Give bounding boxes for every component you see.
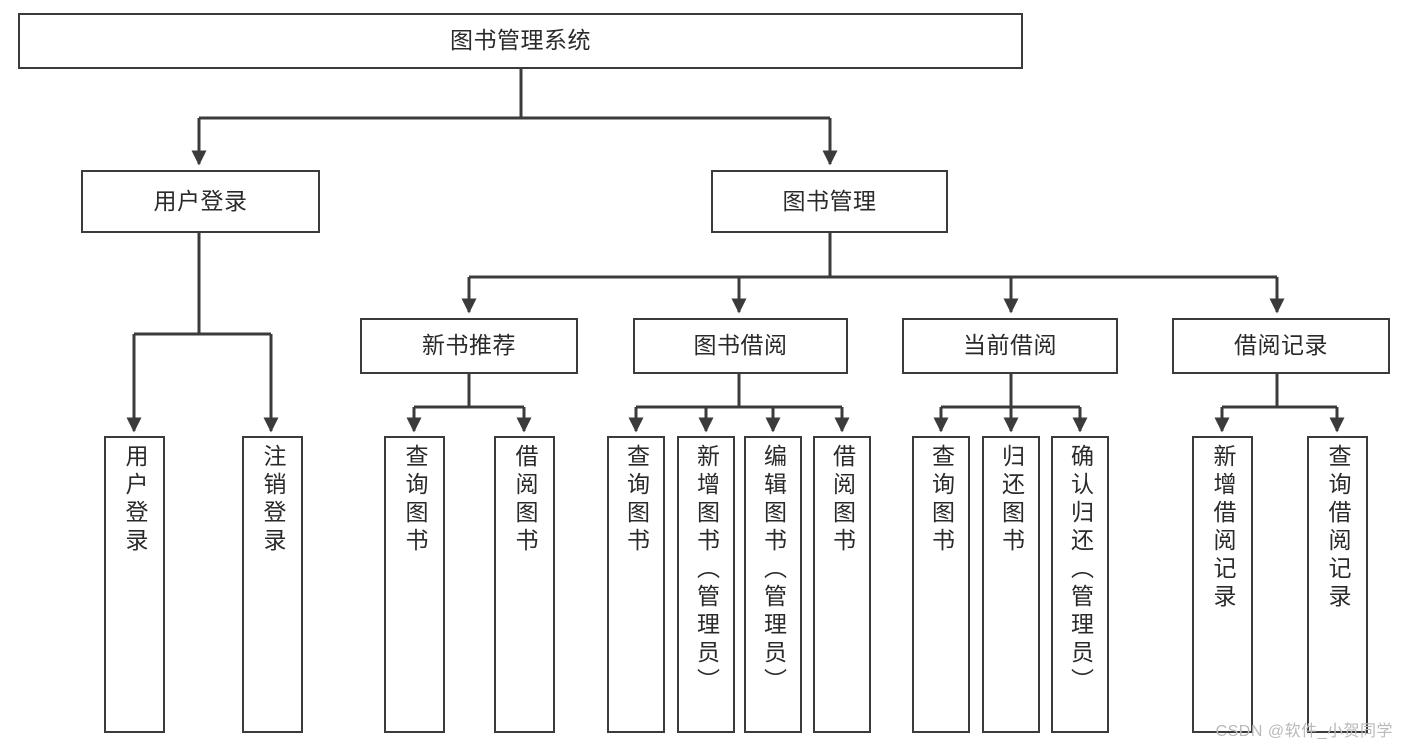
node-leaf-borrow-add-book[interactable]: 新增图书（管理员）	[677, 436, 735, 733]
node-leaf-borrow-borrow-book-label: 借阅图书	[829, 444, 856, 556]
node-leaf-record-query-label: 查询借阅记录	[1325, 444, 1351, 612]
node-leaf-current-query-book-label: 查询图书	[928, 444, 955, 556]
node-leaf-logout-label: 注销登录	[260, 444, 286, 556]
node-book-borrow-label: 图书借阅	[693, 332, 788, 359]
node-leaf-current-confirm-return-label: 确认归还（管理员）	[1067, 444, 1094, 696]
node-new-book-recommend-label: 新书推荐	[422, 332, 516, 359]
node-current-borrow[interactable]: 当前借阅	[902, 318, 1118, 374]
node-leaf-newbook-query-book-label: 查询图书	[402, 444, 428, 556]
node-leaf-borrow-query-book-label: 查询图书	[623, 444, 650, 556]
node-leaf-newbook-borrow-book-label: 借阅图书	[512, 444, 538, 556]
node-root[interactable]: 图书管理系统	[18, 13, 1023, 69]
node-book-management-label: 图书管理	[782, 187, 877, 214]
node-leaf-borrow-query-book[interactable]: 查询图书	[607, 436, 665, 733]
node-leaf-current-query-book[interactable]: 查询图书	[912, 436, 970, 733]
node-borrow-record[interactable]: 借阅记录	[1172, 318, 1390, 374]
node-book-management[interactable]: 图书管理	[711, 170, 948, 233]
node-leaf-current-confirm-return[interactable]: 确认归还（管理员）	[1051, 436, 1109, 733]
node-leaf-borrow-add-book-label: 新增图书（管理员）	[693, 444, 720, 696]
node-root-label: 图书管理系统	[450, 27, 591, 54]
csdn-watermark: CSDN @软件_小贺同学	[1215, 723, 1393, 740]
node-leaf-user-login[interactable]: 用户登录	[104, 436, 165, 733]
node-leaf-record-query[interactable]: 查询借阅记录	[1307, 436, 1368, 733]
node-borrow-record-label: 借阅记录	[1234, 332, 1328, 359]
node-leaf-borrow-edit-book[interactable]: 编辑图书（管理员）	[744, 436, 802, 733]
node-leaf-current-return-book[interactable]: 归还图书	[982, 436, 1040, 733]
node-leaf-record-add-label: 新增借阅记录	[1210, 444, 1236, 612]
node-leaf-record-add[interactable]: 新增借阅记录	[1192, 436, 1253, 733]
node-leaf-newbook-query-book[interactable]: 查询图书	[384, 436, 445, 733]
node-new-book-recommend[interactable]: 新书推荐	[360, 318, 578, 374]
node-user-login[interactable]: 用户登录	[81, 170, 320, 233]
node-leaf-user-login-label: 用户登录	[122, 444, 148, 556]
node-leaf-logout[interactable]: 注销登录	[242, 436, 303, 733]
node-leaf-newbook-borrow-book[interactable]: 借阅图书	[494, 436, 555, 733]
node-current-borrow-label: 当前借阅	[963, 332, 1057, 359]
node-leaf-current-return-book-label: 归还图书	[998, 444, 1025, 556]
node-book-borrow[interactable]: 图书借阅	[633, 318, 848, 374]
node-leaf-borrow-edit-book-label: 编辑图书（管理员）	[760, 444, 787, 696]
node-user-login-label: 用户登录	[153, 187, 248, 214]
node-leaf-borrow-borrow-book[interactable]: 借阅图书	[813, 436, 871, 733]
